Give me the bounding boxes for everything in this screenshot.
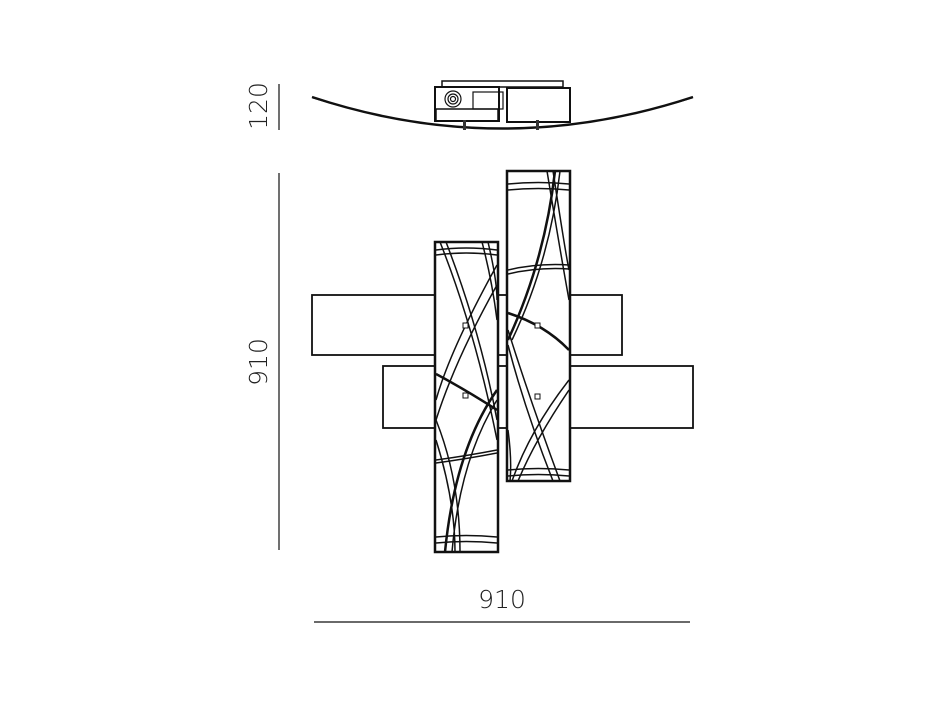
width-dimension-label: 910 <box>478 585 526 614</box>
mount-point-icon <box>462 322 469 329</box>
vertical-glass-panel-right <box>505 169 572 483</box>
mount-point-icon <box>534 393 541 400</box>
mount-plate <box>441 80 564 88</box>
mount-point-icon <box>462 392 469 399</box>
mount-point-icon <box>534 322 541 329</box>
vertical-glass-panel-left <box>433 240 500 554</box>
canopy-arc <box>311 95 694 130</box>
height-dimension-label: 120 <box>244 82 273 130</box>
side-view: 120 <box>244 80 694 130</box>
connector-icon <box>449 95 457 103</box>
front-view: 910 <box>244 169 694 623</box>
front-height-dimension-label: 910 <box>244 338 273 386</box>
transformer-box <box>506 87 571 123</box>
